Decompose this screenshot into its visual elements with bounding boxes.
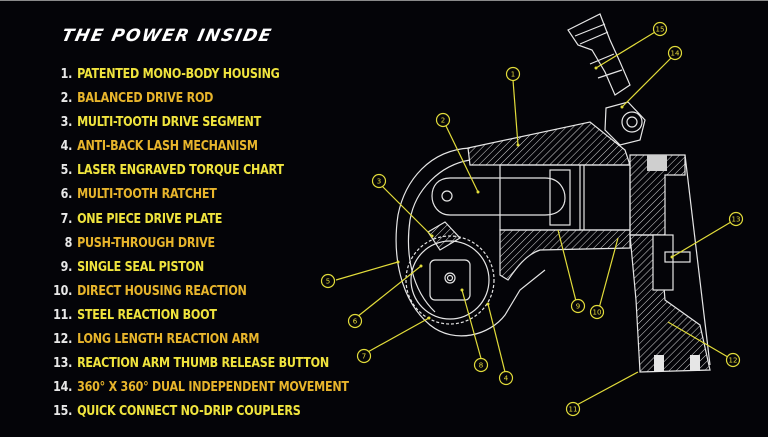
svg-text:14: 14 bbox=[671, 50, 680, 58]
leader-14 bbox=[621, 52, 677, 108]
callout-11: 11 bbox=[565, 401, 581, 417]
svg-text:6: 6 bbox=[353, 318, 358, 326]
callout-8: 8 bbox=[473, 357, 489, 373]
drive-rod bbox=[431, 177, 566, 216]
callout-7: 7 bbox=[356, 348, 372, 364]
feature-number: 13. bbox=[53, 355, 73, 372]
callout-5: 5 bbox=[320, 273, 336, 289]
callout-3: 3 bbox=[371, 173, 387, 189]
feature-number: 10. bbox=[53, 282, 73, 299]
svg-text:12: 12 bbox=[729, 357, 738, 365]
callout-6: 6 bbox=[347, 313, 363, 329]
feature-number: 11. bbox=[53, 306, 73, 323]
top-border bbox=[0, 0, 768, 1]
svg-text:11: 11 bbox=[569, 406, 578, 414]
leader-11 bbox=[572, 371, 639, 408]
callout-15: 15 bbox=[652, 21, 668, 37]
swivel-body bbox=[604, 101, 646, 146]
feature-label: MULTI-TOOTH DRIVE SEGMENT bbox=[77, 114, 261, 131]
feature-label: ONE PIECE DRIVE PLATE bbox=[77, 210, 223, 227]
feature-number: 12. bbox=[53, 331, 73, 348]
feature-label: 360° X 360° DUAL INDEPENDENT MOVEMENT bbox=[77, 379, 349, 396]
housing-inner-outline bbox=[407, 159, 471, 313]
callout-14: 14 bbox=[667, 45, 683, 61]
callout-1: 1 bbox=[505, 66, 521, 82]
callout-12: 12 bbox=[725, 352, 741, 368]
callout-2: 2 bbox=[435, 112, 451, 128]
feature-label: QUICK CONNECT NO-DRIP COUPLERS bbox=[77, 403, 301, 420]
leader-7 bbox=[365, 317, 430, 354]
feature-number: 2. bbox=[60, 90, 73, 107]
quick-coupler bbox=[567, 13, 631, 96]
leader-4 bbox=[487, 303, 506, 373]
feature-number: 7. bbox=[60, 210, 73, 227]
feature-number: 15. bbox=[53, 403, 73, 420]
svg-text:4: 4 bbox=[504, 375, 509, 383]
svg-text:5: 5 bbox=[326, 278, 330, 286]
housing-hatched-bottom bbox=[499, 229, 631, 281]
feature-label: REACTION ARM THUMB RELEASE BUTTON bbox=[77, 355, 329, 372]
piston bbox=[549, 169, 571, 226]
feature-label: ANTI-BACK LASH MECHANISM bbox=[77, 138, 258, 155]
feature-number: 5. bbox=[60, 162, 73, 179]
drive-segment bbox=[427, 221, 461, 251]
callout-bubbles: 1 2 3 4 5 6 7 8 9 10 11 12 13 14 15 bbox=[320, 21, 744, 417]
feature-label: PUSH-THROUGH DRIVE bbox=[77, 234, 215, 251]
drawing-lines bbox=[395, 13, 711, 373]
feature-label: STEEL REACTION BOOT bbox=[77, 306, 217, 323]
feature-number: 3. bbox=[60, 114, 73, 131]
leader-8 bbox=[461, 289, 483, 363]
leader-6 bbox=[356, 265, 422, 318]
svg-text:15: 15 bbox=[656, 26, 665, 34]
svg-text:10: 10 bbox=[593, 309, 602, 317]
leader-15 bbox=[595, 28, 661, 69]
leader-3 bbox=[381, 185, 433, 237]
callout-leaders bbox=[335, 28, 737, 408]
feature-label: LONG LENGTH REACTION ARM bbox=[77, 331, 260, 348]
callout-9: 9 bbox=[570, 298, 586, 314]
feature-number: 8 bbox=[64, 234, 73, 251]
svg-text:13: 13 bbox=[732, 216, 741, 224]
feature-number: 1. bbox=[60, 66, 73, 82]
leader-13 bbox=[671, 218, 737, 258]
feature-label: SINGLE SEAL PISTON bbox=[77, 258, 204, 275]
feature-label: DIRECT HOUSING REACTION bbox=[77, 282, 247, 299]
feature-label: MULTI-TOOTH RATCHET bbox=[77, 186, 217, 203]
callout-4: 4 bbox=[498, 370, 514, 386]
leader-10 bbox=[597, 237, 619, 313]
svg-text:1: 1 bbox=[511, 71, 515, 79]
housing-hatched-top bbox=[467, 121, 631, 166]
callout-10: 10 bbox=[589, 304, 605, 320]
leader-2 bbox=[445, 125, 479, 193]
feature-number: 14. bbox=[53, 379, 73, 396]
svg-text:9: 9 bbox=[576, 303, 580, 311]
feature-label: LASER ENGRAVED TORQUE CHART bbox=[77, 162, 284, 179]
feature-number: 4. bbox=[60, 138, 73, 155]
svg-text:3: 3 bbox=[377, 178, 381, 186]
svg-text:2: 2 bbox=[441, 117, 445, 125]
housing-outline bbox=[395, 147, 546, 337]
square-drive bbox=[429, 259, 471, 301]
callout-13: 13 bbox=[728, 211, 744, 227]
feature-label: PATENTED MONO-BODY HOUSING bbox=[77, 66, 280, 82]
leader-1 bbox=[512, 79, 519, 146]
leader-12 bbox=[667, 321, 734, 361]
feature-number: 6. bbox=[60, 186, 73, 203]
leader-9 bbox=[557, 229, 578, 306]
leader-5 bbox=[335, 261, 399, 281]
feature-label: BALANCED DRIVE ROD bbox=[77, 90, 214, 107]
feature-number: 9. bbox=[60, 258, 73, 275]
svg-text:7: 7 bbox=[362, 353, 366, 361]
svg-text:8: 8 bbox=[479, 362, 483, 370]
